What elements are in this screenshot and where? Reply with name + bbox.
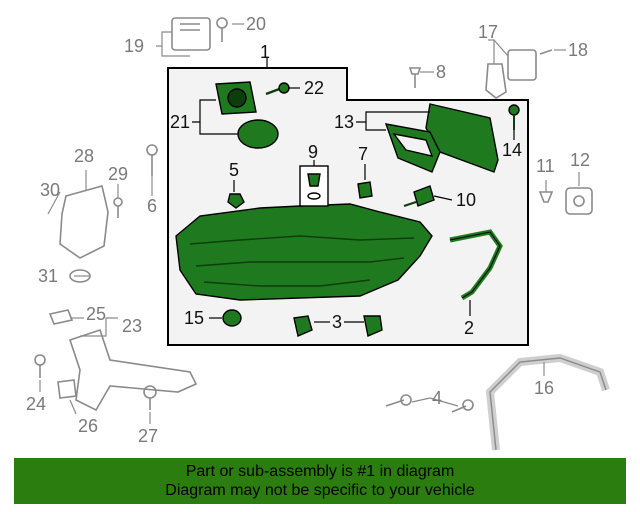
bulb-10: [413, 185, 435, 207]
bulb-9-ring: [307, 192, 321, 200]
callout-6: 6: [147, 196, 157, 216]
bracket-3-left: [293, 315, 313, 337]
bracket-28: [59, 185, 109, 259]
cover-21-lens: [227, 88, 247, 108]
screw-20: [216, 17, 228, 42]
callout-5: 5: [229, 160, 239, 180]
bulb-9: [307, 173, 321, 187]
screw-14: [508, 104, 520, 130]
callout-26: 26: [78, 416, 98, 436]
nut-5: [227, 193, 245, 209]
leader-lines-grey: [39, 23, 580, 424]
headlamp-detail-2: [195, 257, 405, 267]
callout-9: 9: [308, 142, 318, 162]
callout-13: 13: [334, 112, 354, 132]
bracket-3-right: [363, 315, 383, 337]
callout-4: 4: [432, 388, 442, 408]
module-12: [565, 187, 593, 215]
callout-7: 7: [358, 144, 368, 164]
control-module-19: [171, 17, 211, 51]
control-unit-13: [425, 103, 499, 173]
context-parts: [34, 17, 610, 451]
clip-26: [57, 379, 77, 399]
callout-30: 30: [40, 180, 60, 200]
headlamp-detail-1: [189, 235, 415, 245]
callout-18: 18: [568, 40, 588, 60]
banner-line-2: Diagram may not be specific to your vehi…: [165, 482, 475, 499]
callout-15: 15: [184, 308, 204, 328]
callout-23: 23: [122, 316, 142, 336]
callout-17: 17: [478, 22, 498, 42]
clip-25: [48, 309, 74, 325]
info-banner: Part or sub-assembly is #1 in diagram Di…: [14, 458, 626, 504]
callout-27: 27: [138, 426, 158, 446]
cap-15: [222, 309, 242, 327]
callout-25: 25: [86, 304, 106, 324]
hose-16: [485, 353, 610, 451]
callout-22: 22: [304, 78, 324, 98]
callout-numbers: 1 2 3 4 5 6 7 8 9 10 11 12 13 14 15 16 1…: [26, 14, 590, 446]
callout-3: 3: [332, 312, 342, 332]
gasket-13-inner: [392, 132, 434, 157]
banner-line-1: Part or sub-assembly is #1 in diagram: [185, 463, 455, 480]
callout-14: 14: [502, 140, 522, 160]
callout-28: 28: [74, 146, 94, 166]
callout-1: 1: [260, 42, 270, 62]
callout-10: 10: [456, 190, 476, 210]
cap-21: [237, 119, 279, 149]
callout-20: 20: [246, 14, 266, 34]
screw-18: [539, 49, 553, 55]
callout-11: 11: [536, 156, 555, 176]
screw-27: [143, 385, 157, 410]
bulb-10-pin: [403, 201, 417, 207]
bracket-17: [485, 63, 507, 99]
callout-21: 21: [170, 112, 190, 132]
callout-16: 16: [534, 378, 554, 398]
clip-11: [538, 191, 554, 203]
callout-8: 8: [436, 62, 446, 82]
headlamp-detail-3: [203, 279, 371, 287]
callout-2: 2: [464, 318, 474, 338]
callout-24: 24: [26, 394, 46, 414]
callout-31: 31: [38, 266, 58, 286]
harness-2-outline: [449, 231, 501, 299]
callout-19: 19: [124, 36, 144, 56]
screw-29: [113, 197, 123, 218]
screw-8: [408, 67, 422, 88]
headlamp-housing: [175, 203, 433, 301]
callout-29: 29: [108, 164, 128, 184]
module-18: [507, 49, 537, 81]
leader-lines: [192, 58, 515, 323]
hose-16-outline: [489, 357, 607, 451]
screws-4: [385, 394, 474, 413]
callout-12: 12: [570, 150, 590, 170]
bracket-23: [68, 328, 198, 412]
screw-24: [34, 354, 46, 378]
bulb-7: [357, 181, 373, 199]
screw-6: [146, 144, 158, 176]
